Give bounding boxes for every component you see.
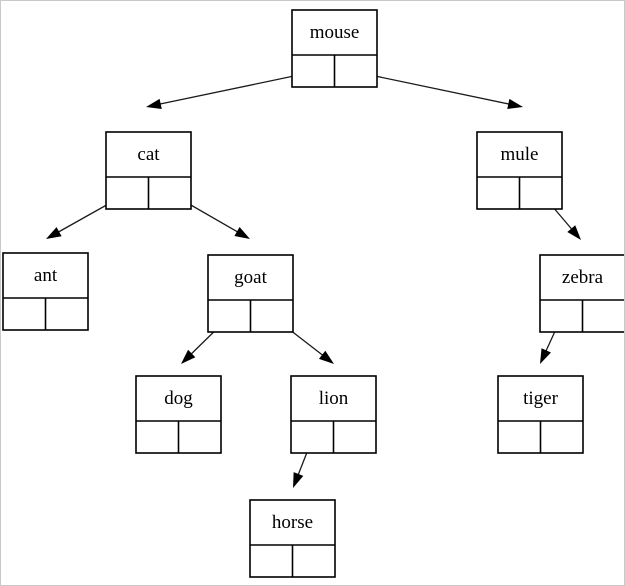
edge-line — [157, 71, 314, 106]
tree-node-zebra[interactable]: zebra — [539, 254, 625, 333]
tree-edge-mouse-cat — [146, 71, 314, 110]
tree-node-mule[interactable]: mule — [476, 131, 563, 210]
node-label: zebra — [562, 267, 604, 288]
arrowhead-icon — [46, 227, 62, 239]
node-label: mule — [501, 144, 539, 165]
tree-node-lion[interactable]: lion — [290, 375, 377, 454]
node-right-pointer-cell[interactable] — [251, 300, 294, 332]
nodes-layer: mouse cat mule ant goat zebra dog lion tiger hors… — [2, 9, 625, 578]
node-left-pointer-cell[interactable] — [291, 421, 334, 453]
arrowhead-icon — [567, 225, 581, 240]
tree-node-cat[interactable]: cat — [105, 131, 192, 210]
node-left-pointer-cell[interactable] — [208, 300, 251, 332]
arrowhead-icon — [507, 98, 523, 110]
node-right-pointer-cell[interactable] — [46, 298, 89, 330]
node-left-pointer-cell[interactable] — [540, 300, 583, 332]
node-left-pointer-cell[interactable] — [136, 421, 179, 453]
tree-node-tiger[interactable]: tiger — [497, 375, 584, 454]
node-right-pointer-cell[interactable] — [149, 177, 192, 209]
arrowhead-icon — [181, 349, 196, 364]
node-right-pointer-cell[interactable] — [583, 300, 625, 332]
tree-node-horse[interactable]: horse — [249, 499, 336, 578]
node-left-pointer-cell[interactable] — [498, 421, 541, 453]
node-label: ant — [34, 265, 58, 286]
arrowhead-icon — [318, 350, 334, 364]
node-label: mouse — [310, 22, 360, 43]
node-label: cat — [137, 144, 160, 165]
node-right-pointer-cell[interactable] — [334, 421, 377, 453]
node-label: dog — [164, 388, 193, 409]
tree-node-goat[interactable]: goat — [207, 254, 294, 333]
node-right-pointer-cell[interactable] — [179, 421, 222, 453]
node-right-pointer-cell[interactable] — [293, 545, 336, 577]
node-right-pointer-cell[interactable] — [335, 55, 378, 87]
arrowhead-icon — [146, 98, 162, 110]
node-label: horse — [272, 512, 313, 533]
arrowhead-icon — [540, 348, 551, 364]
tree-node-mouse[interactable]: mouse — [291, 9, 378, 88]
node-right-pointer-cell[interactable] — [520, 177, 563, 209]
node-left-pointer-cell[interactable] — [250, 545, 293, 577]
arrowhead-icon — [234, 227, 250, 239]
tree-node-ant[interactable]: ant — [2, 252, 89, 331]
node-left-pointer-cell[interactable] — [292, 55, 335, 87]
node-left-pointer-cell[interactable] — [477, 177, 520, 209]
tree-node-dog[interactable]: dog — [135, 375, 222, 454]
node-label: goat — [234, 267, 267, 288]
arrowhead-icon — [293, 472, 304, 488]
tree-edge-mouse-mule — [355, 71, 523, 110]
node-right-pointer-cell[interactable] — [541, 421, 584, 453]
node-left-pointer-cell[interactable] — [106, 177, 149, 209]
node-label: lion — [319, 388, 349, 409]
node-left-pointer-cell[interactable] — [3, 298, 46, 330]
node-label: tiger — [523, 388, 558, 409]
edge-line — [355, 71, 512, 106]
